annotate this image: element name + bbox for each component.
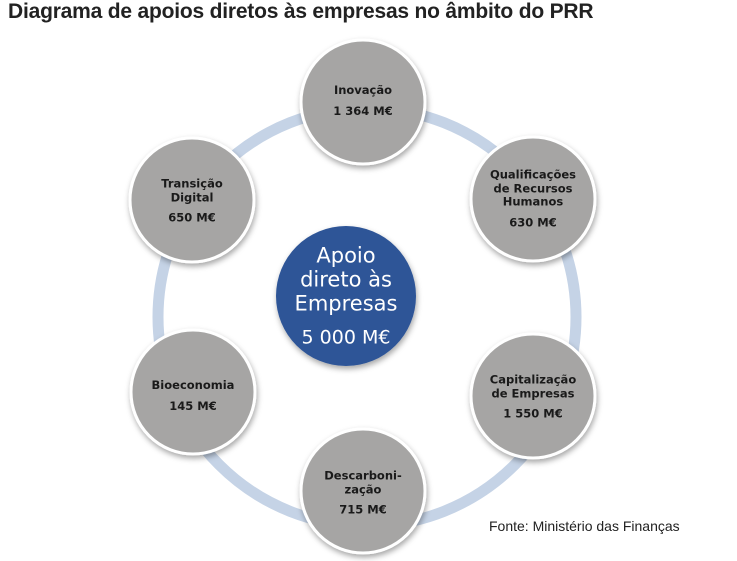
node-capitalizacao: Capitalização de Empresas 1 550 M€ bbox=[490, 373, 576, 421]
node-label: Descarboni- zação bbox=[324, 468, 402, 496]
node-value: 650 M€ bbox=[168, 210, 216, 225]
node-value: 1 364 M€ bbox=[333, 103, 393, 118]
center-value: 5 000 M€ bbox=[301, 326, 391, 349]
center-circle bbox=[276, 226, 416, 366]
node-label: Capitalização de Empresas bbox=[489, 372, 577, 400]
node-label: Transição Digital bbox=[161, 176, 223, 204]
node-circle-inovacao bbox=[299, 38, 427, 166]
node-value: 630 M€ bbox=[509, 215, 557, 229]
node-descarbonizacao: Descarboni- zação 715 M€ bbox=[324, 469, 401, 517]
node-label: Inovação bbox=[333, 83, 393, 97]
node-label: Qualificações de Recursos Humanos bbox=[489, 167, 577, 209]
node-label: Bioeconomia bbox=[151, 378, 235, 392]
source-note: Fonte: Ministério das Finanças bbox=[489, 518, 680, 534]
node-qualificacoes: Qualificações de Recursos Humanos 630 M€ bbox=[489, 167, 577, 230]
node-circle-descarbonizacao bbox=[299, 427, 427, 555]
node-value: 1 550 M€ bbox=[503, 406, 563, 421]
diagram-title: Diagrama de apoios diretos às empresas n… bbox=[8, 0, 594, 23]
center-title: Apoio direto às Empresas bbox=[294, 243, 398, 316]
node-circle-qualificacoes bbox=[469, 135, 597, 263]
node-value: 715 M€ bbox=[339, 502, 387, 517]
node-circle-capitalizacao bbox=[469, 332, 597, 460]
node-transicao-digital: Transição Digital 650 M€ bbox=[161, 177, 222, 225]
node-inovacao: Inovação 1 364 M€ bbox=[333, 83, 393, 118]
node-bioeconomia: Bioeconomia 145 M€ bbox=[151, 378, 235, 413]
node-circle-bioeconomia bbox=[129, 328, 257, 456]
node-circle-transicao-digital bbox=[128, 136, 256, 264]
center-label: Apoio direto às Empresas 5 000 M€ bbox=[295, 244, 398, 349]
node-value: 145 M€ bbox=[169, 398, 217, 413]
